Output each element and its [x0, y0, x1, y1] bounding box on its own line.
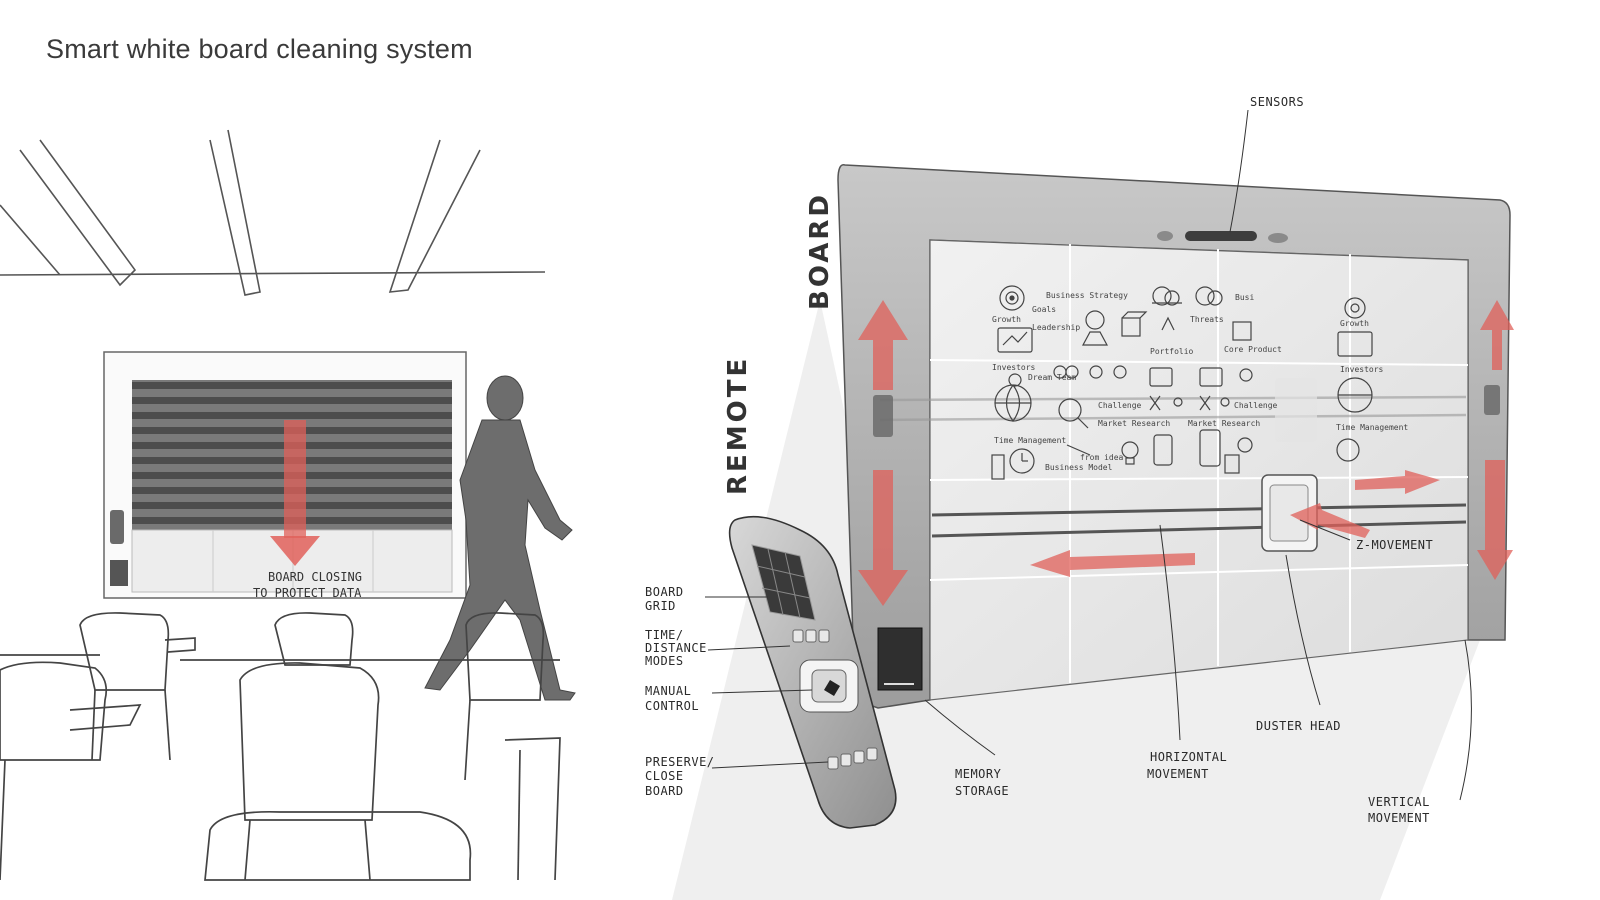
wall-sensor-icon	[110, 510, 124, 544]
closing-arrow-shaft	[284, 420, 306, 538]
grid-callout-line2: GRID	[645, 599, 676, 613]
sensor-dot-icon	[1268, 233, 1288, 243]
classroom-scene: BOARD CLOSING TO PROTECT DATA	[0, 129, 576, 881]
doodle-business-model: Business Model	[1045, 463, 1113, 472]
grid-callout-line1: BOARD	[645, 585, 684, 599]
preserve-buttons	[827, 747, 878, 770]
up-arrow-icon	[858, 300, 908, 390]
sensor-bar-icon	[1185, 231, 1257, 241]
preserve-callout-line3: BOARD	[645, 784, 684, 798]
manual-control-pad	[799, 659, 859, 713]
horizontal-rails	[931, 503, 1467, 538]
sensors-callout: SENSORS	[1250, 95, 1304, 109]
movement-arrows	[858, 300, 1514, 606]
board-doodle-labels: Business Strategy Goals Growth Threats B…	[992, 291, 1408, 472]
vertical-callout-line2: MOVEMENT	[1368, 811, 1430, 825]
remote-grid-icon	[751, 544, 816, 621]
modes-callout-line3: MODES	[645, 654, 684, 668]
vertical-callout-line1: VERTICAL	[1368, 795, 1430, 809]
remote-section-label: REMOTE	[723, 356, 753, 495]
left-arrow-icon	[1030, 550, 1195, 577]
z-arrow-icon	[1290, 503, 1370, 538]
doodle-strategy: Business Strategy	[1046, 291, 1128, 300]
duster-head-ghost	[1275, 378, 1317, 442]
board-caption-line2: TO PROTECT DATA	[253, 586, 362, 600]
preserve-callout-line1: PRESERVE/	[645, 755, 715, 769]
person-silhouette-icon	[424, 375, 576, 701]
doodle-investors: Investors	[992, 363, 1036, 372]
z-movement-callout: Z-MOVEMENT	[1356, 538, 1433, 552]
page-title: Smart white board cleaning system	[46, 34, 473, 64]
doodle-busi: Busi	[1235, 293, 1254, 302]
board-caption-line1: BOARD CLOSING	[268, 570, 362, 584]
down-arrow-icon	[858, 470, 908, 606]
modes-callout-line2: DISTANCE	[645, 641, 707, 655]
memory-callout-line1: MEMORY	[955, 767, 1002, 781]
doodle-time-right: Time Management	[1336, 423, 1408, 432]
down-arrow-icon	[270, 536, 320, 566]
doodle-portfolio: Portfolio	[1150, 347, 1194, 356]
doodle-core-product: Core Product	[1224, 345, 1282, 354]
left-handle	[873, 395, 893, 437]
eraser-icon	[824, 680, 840, 696]
mode-buttons	[792, 629, 830, 643]
right-arrow-icon	[1355, 470, 1440, 494]
doodle-leadership: Leadership	[1032, 323, 1080, 332]
doodle-market-left: Market Research	[1098, 419, 1170, 428]
storage-box-icon	[110, 560, 128, 586]
doodle-market-right: Market Research	[1188, 419, 1260, 428]
doodle-challenge: Challenge	[1098, 401, 1142, 410]
manual-callout-line2: CONTROL	[645, 699, 699, 713]
horizontal-callout-line2: MOVEMENT	[1147, 767, 1209, 781]
remote-control-icon	[728, 515, 897, 829]
memory-callout-line2: STORAGE	[955, 784, 1009, 798]
duster-head-icon	[1261, 474, 1318, 552]
modes-callout-line1: TIME/	[645, 628, 684, 642]
horizontal-callout-line1: HORIZONTAL	[1150, 750, 1227, 764]
doodle-goals: Goals	[1032, 305, 1056, 314]
closing-board: BOARD CLOSING TO PROTECT DATA	[103, 351, 467, 600]
up-arrow-icon	[1480, 300, 1514, 370]
doodle-dream-team: Dream Team	[1028, 373, 1076, 382]
duster-head-callout: DUSTER HEAD	[1256, 719, 1341, 733]
board-doodles	[991, 285, 1373, 480]
preserve-callout-line2: CLOSE	[645, 769, 684, 783]
board-panel	[929, 239, 1469, 701]
doodle-threats: Threats	[1190, 315, 1224, 324]
doodle-time-mgmt: Time Management	[994, 436, 1066, 445]
manual-callout-line1: MANUAL	[645, 684, 691, 698]
right-handle	[1484, 385, 1500, 415]
doodle-investors-right: Investors	[1340, 365, 1384, 374]
sensor-dot-icon	[1157, 231, 1173, 241]
ceiling-beams	[0, 129, 546, 296]
memory-slot-icon	[877, 627, 923, 691]
board-grid	[929, 244, 1469, 683]
classroom-chairs	[0, 612, 561, 881]
doodle-growth-right: Growth	[1340, 319, 1369, 328]
doodle-challenge-right: Challenge	[1234, 401, 1278, 410]
board-section-label: BOARD	[805, 192, 835, 310]
down-arrow-icon	[1477, 460, 1513, 580]
callout-leaders	[705, 109, 1472, 801]
doodle-idea: from idea	[1080, 453, 1124, 462]
doodle-growth: Growth	[992, 315, 1021, 324]
